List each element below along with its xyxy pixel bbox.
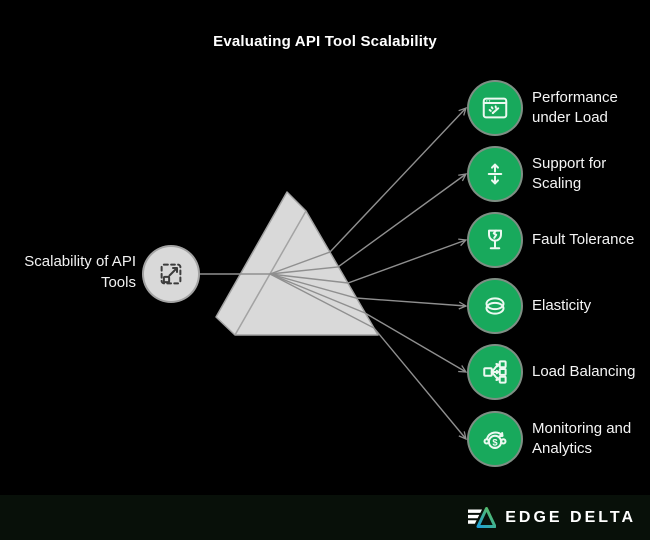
elastic-band-icon bbox=[485, 297, 505, 315]
ray-loadbalance bbox=[269, 273, 468, 373]
output-label: Fault Tolerance bbox=[532, 231, 635, 248]
output-label: Support for Scaling bbox=[532, 155, 607, 192]
output-row-fault: Fault Tolerance bbox=[469, 214, 650, 266]
up-down-arrows-icon bbox=[487, 163, 503, 185]
ray-monitoring bbox=[269, 273, 467, 441]
elasticity-node bbox=[469, 280, 521, 332]
dollar-cycle-icon: $ bbox=[483, 431, 507, 449]
performance-node bbox=[469, 82, 521, 134]
source-node bbox=[144, 247, 198, 301]
page-title: Evaluating API Tool Scalability bbox=[213, 33, 437, 50]
ray-fault bbox=[269, 238, 468, 284]
edge-delta-logo-icon bbox=[468, 506, 497, 528]
output-row-performance: Performance under Load bbox=[469, 82, 650, 134]
ray-performance bbox=[269, 106, 467, 275]
scaling-node bbox=[469, 148, 521, 200]
ray-scaling bbox=[269, 173, 468, 275]
output-label: Performance under Load bbox=[532, 89, 618, 126]
output-row-monitoring: $ Monitoring and Analytics bbox=[469, 413, 650, 465]
brand-name: EDGE DELTA bbox=[505, 508, 636, 526]
browser-gauge-icon bbox=[482, 97, 508, 119]
output-row-scaling: Support for Scaling bbox=[469, 148, 650, 200]
scale-resize-icon bbox=[160, 263, 182, 285]
output-row-elasticity: Elasticity bbox=[469, 280, 650, 332]
output-label: Elasticity bbox=[532, 297, 592, 314]
output-label: Load Balancing bbox=[532, 363, 636, 380]
monitoring-node: $ bbox=[469, 413, 521, 465]
fragile-glass-icon bbox=[488, 229, 502, 250]
output-label: Monitoring and Analytics bbox=[532, 420, 632, 457]
ray-elasticity bbox=[269, 273, 468, 310]
footer-bar: EDGE DELTA bbox=[0, 495, 650, 540]
output-row-loadbalancing: Load Balancing bbox=[469, 346, 650, 398]
source-label: Scalability of API Tools bbox=[24, 253, 136, 291]
fault-node bbox=[469, 214, 521, 266]
loadbalancing-node bbox=[469, 346, 521, 398]
light-rays bbox=[198, 106, 468, 441]
svg-text:$: $ bbox=[492, 437, 498, 447]
load-balancer-icon bbox=[483, 360, 507, 384]
